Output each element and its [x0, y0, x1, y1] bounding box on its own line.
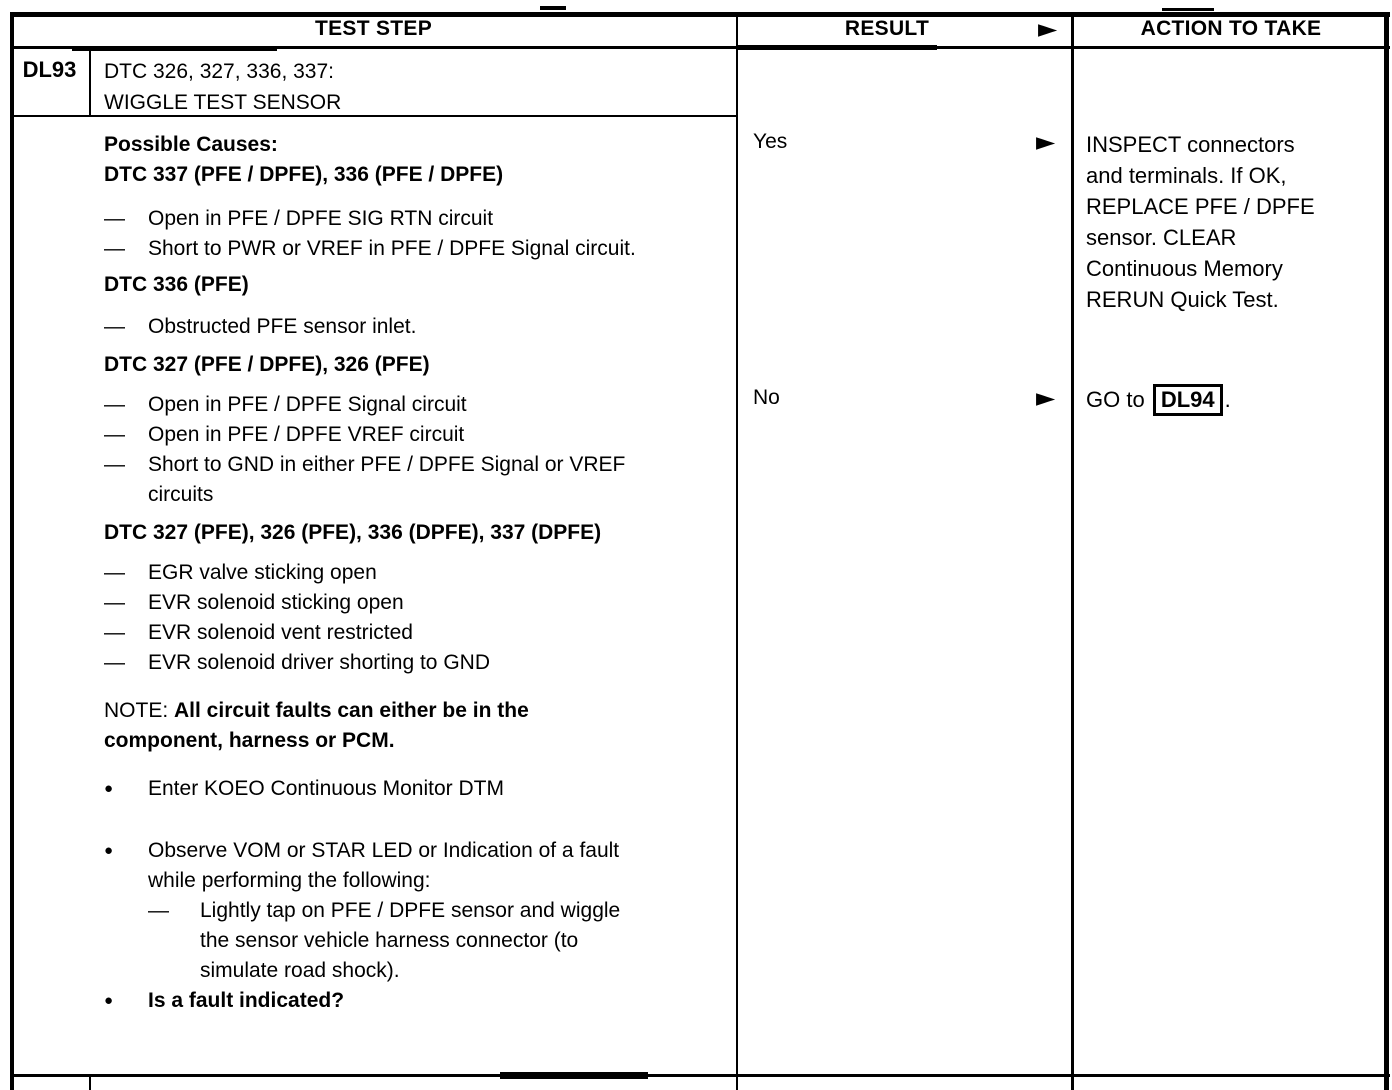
cause-group: DTC 327 (PFE), 326 (PFE), 336 (DPFE), 33…: [104, 518, 704, 678]
dash-marker: —: [104, 561, 125, 584]
step-title: DTC 326, 327, 336, 337: WIGGLE TEST SENS…: [104, 56, 341, 118]
step-title-line2: WIGGLE TEST SENSOR: [104, 91, 342, 114]
step-id-divider: [89, 49, 91, 117]
column-header-result: RESULT: [844, 17, 930, 40]
cause-list: —Open in PFE / DPFE SIG RTN circuit —Sho…: [104, 204, 704, 264]
column-divider-action: [1071, 12, 1074, 1090]
result-yes-label: Yes: [753, 130, 788, 153]
dash-marker: —: [104, 207, 125, 230]
cause-list: —Open in PFE / DPFE Signal circuit —Open…: [104, 390, 704, 510]
cause-item: —Short to GND in either PFE / DPFE Signa…: [104, 450, 704, 510]
result-no-label: No: [753, 386, 780, 409]
cause-group-heading: DTC 337 (PFE / DPFE), 336 (PFE / DPFE): [104, 163, 504, 186]
cause-item: —Open in PFE / DPFE Signal circuit: [104, 390, 704, 420]
next-row-divider: [89, 1077, 91, 1090]
cause-group: DTC 337 (PFE / DPFE), 336 (PFE / DPFE) —…: [104, 160, 704, 264]
cause-list: —Obstructed PFE sensor inlet.: [104, 312, 704, 342]
column-header-test-step: TEST STEP: [314, 17, 433, 40]
possible-causes-label: Possible Causes:: [104, 133, 278, 156]
cause-item: —EGR valve sticking open: [104, 558, 704, 588]
result-header-arrow-icon: ►: [1038, 14, 1058, 43]
table-border-top: [10, 12, 1390, 17]
bullet-marker: ●: [104, 992, 114, 1009]
scan-artifact: [1162, 8, 1214, 11]
cause-group: DTC 327 (PFE / DPFE), 326 (PFE) —Open in…: [104, 350, 704, 510]
scan-artifact-line: [72, 47, 277, 51]
table-border-right: [1384, 12, 1389, 1090]
cause-item: —Open in PFE / DPFE SIG RTN circuit: [104, 204, 704, 234]
cause-group: DTC 336 (PFE) —Obstructed PFE sensor inl…: [104, 270, 704, 342]
cause-item: —Short to PWR or VREF in PFE / DPFE Sign…: [104, 234, 704, 264]
dash-marker: —: [148, 899, 169, 922]
step-id: DL93: [22, 57, 77, 82]
row-bottom-border: [10, 1074, 1390, 1077]
cause-item: —Open in PFE / DPFE VREF circuit: [104, 420, 704, 450]
step-question: ● Is a fault indicated?: [104, 986, 704, 1016]
step-reference-box: DL94: [1152, 384, 1223, 416]
result-yes-arrow-icon: ►: [1036, 127, 1056, 156]
title-row-border: [10, 115, 738, 117]
result-no-arrow-icon: ►: [1036, 383, 1056, 412]
cause-group-heading: DTC 327 (PFE / DPFE), 326 (PFE): [104, 353, 430, 376]
table-border-left: [10, 12, 14, 1090]
note-label: NOTE:: [104, 699, 169, 722]
bullet-marker: ●: [104, 842, 114, 859]
cause-group-heading: DTC 336 (PFE): [104, 273, 249, 296]
cause-list: —EGR valve sticking open —EVR solenoid s…: [104, 558, 704, 678]
dash-marker: —: [104, 621, 125, 644]
cause-item: —EVR solenoid vent restricted: [104, 618, 704, 648]
note: NOTE: All circuit faults can either be i…: [104, 696, 649, 756]
cause-item: —Obstructed PFE sensor inlet.: [104, 312, 704, 342]
action-no-suffix: .: [1224, 387, 1231, 412]
instruction-sub-item: — Lightly tap on PFE / DPFE sensor and w…: [148, 896, 704, 986]
column-header-action: ACTION TO TAKE: [1140, 17, 1322, 40]
dash-marker: —: [104, 423, 125, 446]
dash-marker: —: [104, 453, 125, 476]
header-bottom-border: [10, 46, 1390, 49]
dash-marker: —: [104, 591, 125, 614]
note-text: All circuit faults can either be in the …: [104, 699, 529, 752]
step-title-line1: DTC 326, 327, 336, 337:: [104, 60, 334, 83]
action-yes-text: INSPECT connectors and terminals. If OK,…: [1086, 132, 1315, 312]
header-bottom-border-thick: [737, 45, 937, 50]
test-step-body: Possible Causes: DTC 337 (PFE / DPFE), 3…: [104, 117, 704, 1016]
column-divider-result: [736, 12, 738, 1090]
cause-item: —EVR solenoid driver shorting to GND: [104, 648, 704, 678]
action-no-text: GO to DL94.: [1086, 384, 1334, 416]
dash-marker: —: [104, 315, 125, 338]
dash-marker: —: [104, 237, 125, 260]
dash-marker: —: [104, 651, 125, 674]
row-bottom-border-thick: [500, 1072, 648, 1079]
instruction-item: ● Enter KOEO Continuous Monitor DTM: [104, 774, 704, 804]
dash-marker: —: [104, 393, 125, 416]
scan-artifact: [540, 6, 566, 10]
bullet-marker: ●: [104, 780, 114, 797]
cause-item: —EVR solenoid sticking open: [104, 588, 704, 618]
instruction-item: ● Observe VOM or STAR LED or Indication …: [104, 836, 704, 896]
cause-group-heading: DTC 327 (PFE), 326 (PFE), 336 (DPFE), 33…: [104, 521, 602, 544]
action-no-prefix: GO to: [1086, 387, 1145, 412]
